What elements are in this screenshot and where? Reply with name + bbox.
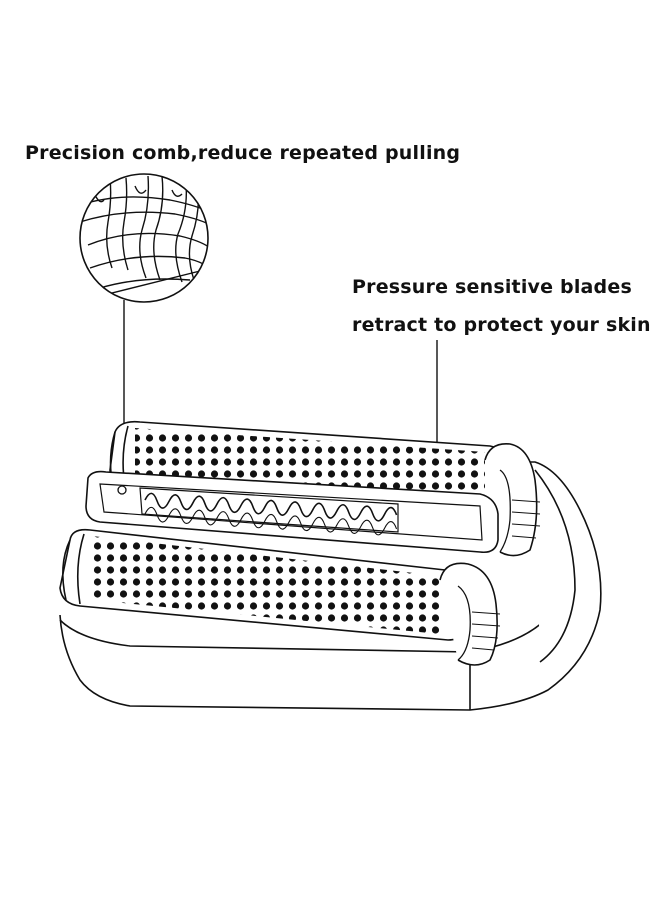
precision-comb-trimmer [85,470,499,554]
precision-comb-label: Precision comb,reduce repeated pulling [25,142,461,164]
front-foil [59,528,501,666]
pressure-blades-label-line2: retract to protect your skin [352,314,651,336]
comb-magnifier-detail [79,173,209,428]
pressure-blades-label-line1: Pressure sensitive blades [352,276,632,298]
